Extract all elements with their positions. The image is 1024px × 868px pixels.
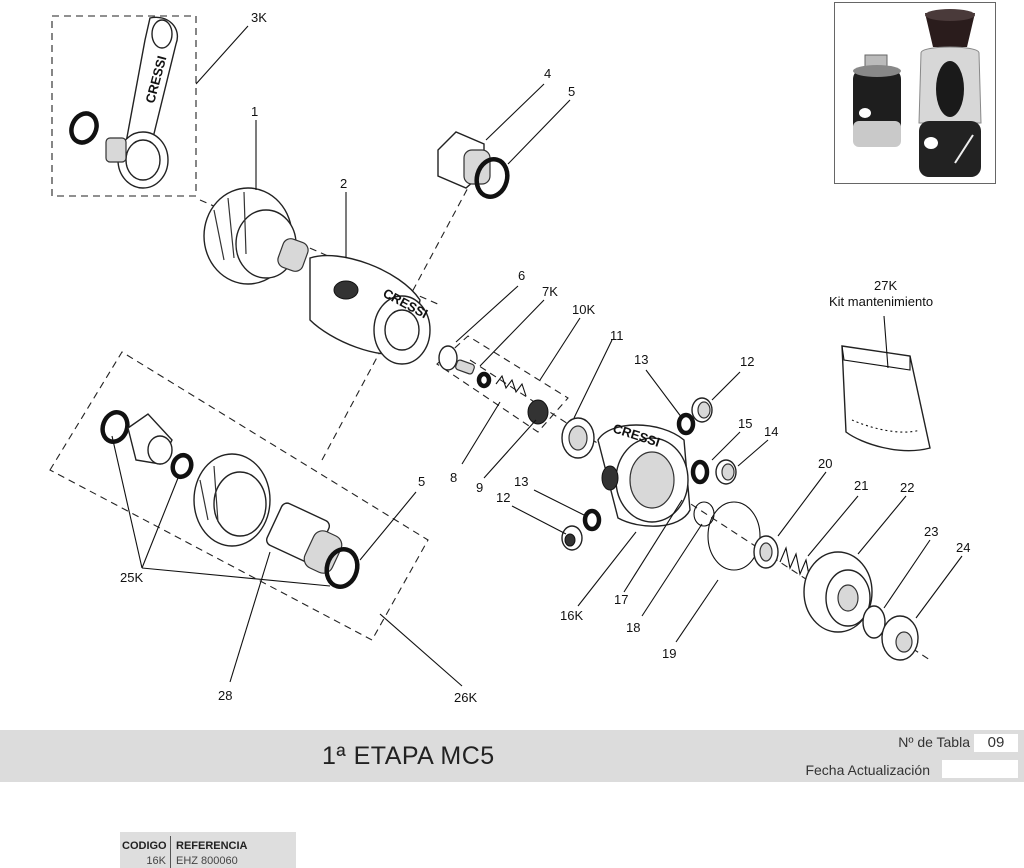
callout-21: 21	[854, 478, 868, 493]
callout-10k: 10K	[572, 302, 595, 317]
part-28-din-knob	[193, 453, 271, 547]
kit-7k-group-box	[436, 335, 569, 433]
part-25k-insert	[127, 413, 173, 465]
callout-23: 23	[924, 524, 938, 539]
callout-17: 17	[614, 592, 628, 607]
callout-26k: 26K	[454, 690, 477, 705]
tabla-value: 09	[974, 734, 1018, 752]
callout-5-bottom: 5	[418, 474, 425, 489]
table-cell-codigo: 16K	[146, 855, 166, 867]
part-23-washer	[862, 605, 886, 639]
part-24-cap-plug	[881, 615, 919, 661]
callout-2: 2	[340, 176, 347, 191]
callout-13-b: 13	[514, 474, 528, 489]
part-6-seat	[438, 345, 475, 375]
callout-8: 8	[450, 470, 457, 485]
col-header-referencia: REFERENCIA	[176, 840, 248, 852]
kit-3k-group-box	[51, 15, 197, 197]
part-10k-ring	[476, 371, 492, 389]
title-band	[0, 730, 1024, 782]
callout-1: 1	[251, 104, 258, 119]
part-14-hp-plug	[715, 459, 737, 485]
part-25k-o-ring-b	[170, 452, 194, 480]
callout-14: 14	[764, 424, 778, 439]
regulator-photo-image	[853, 9, 982, 177]
part-27k-maintenance-kit-bag	[841, 345, 931, 452]
part-3k-o-ring	[69, 111, 99, 145]
part-12-plug-b	[561, 525, 583, 551]
part-1-yoke-knob	[203, 187, 309, 285]
column-divider	[170, 836, 171, 868]
page-title: 1ª ETAPA MC5	[322, 742, 495, 770]
callout-27k: 27K	[874, 278, 897, 293]
callout-20: 20	[818, 456, 832, 471]
part-26k-din-connector	[265, 502, 343, 574]
part-21-spring	[779, 546, 811, 581]
part-8-spring	[495, 374, 527, 397]
table-cell-referencia: EHZ 800060	[176, 855, 238, 867]
callout-12-a: 12	[740, 354, 754, 369]
part-13-o-ring-a	[676, 412, 696, 436]
part-16k-first-stage-body: CRESSI	[597, 421, 691, 527]
fecha-value	[942, 760, 1018, 778]
part-5-o-ring-top	[474, 156, 510, 200]
callout-9: 9	[476, 480, 483, 495]
part-9-piston-cap	[527, 399, 549, 425]
part-22-cap	[803, 551, 873, 633]
exploded-parts-diagram: CRESSI CRESSI	[49, 10, 970, 705]
callout-5-top: 5	[568, 84, 575, 99]
callout-11: 11	[610, 328, 624, 343]
fecha-label: Fecha Actualización	[805, 762, 930, 778]
part-11-bushing	[561, 417, 595, 459]
part-15-o-ring	[690, 459, 710, 485]
part-25k-o-ring-a	[100, 410, 130, 444]
kit-mantenimiento-label: Kit mantenimiento	[829, 294, 933, 309]
part-2-yoke-body: CRESSI	[309, 254, 431, 365]
tabla-label: Nº de Tabla	[898, 734, 970, 750]
callout-18: 18	[626, 620, 640, 635]
callout-12-b: 12	[496, 490, 510, 505]
part-20-washer	[753, 535, 779, 569]
callout-19: 19	[662, 646, 676, 661]
part-17-o-ring	[693, 501, 715, 527]
product-photo	[834, 2, 996, 184]
callout-3k: 3K	[251, 10, 267, 25]
part-12-plug-a	[691, 397, 713, 423]
part-5-o-ring-bottom	[324, 546, 360, 590]
callout-15: 15	[738, 416, 752, 431]
leader-lines	[111, 25, 963, 687]
callout-28: 28	[218, 688, 232, 703]
callout-4: 4	[544, 66, 551, 81]
reference-table: CODIGO REFERENCIA 16K EHZ 800060	[120, 832, 296, 868]
part-13-o-ring-b	[582, 508, 602, 532]
callout-7k: 7K	[542, 284, 558, 299]
part-19-diaphragm	[707, 501, 761, 571]
callout-22: 22	[900, 480, 914, 495]
kit-25k-26k-group-box	[49, 351, 429, 641]
callout-16k: 16K	[560, 608, 583, 623]
callout-13-a: 13	[634, 352, 648, 367]
callout-6: 6	[518, 268, 525, 283]
callout-25k: 25K	[120, 570, 143, 585]
part-4-port-fitting	[437, 131, 491, 189]
part-3k-wrench: CRESSI	[105, 16, 179, 189]
callout-24: 24	[956, 540, 970, 555]
col-header-codigo: CODIGO	[122, 840, 167, 852]
